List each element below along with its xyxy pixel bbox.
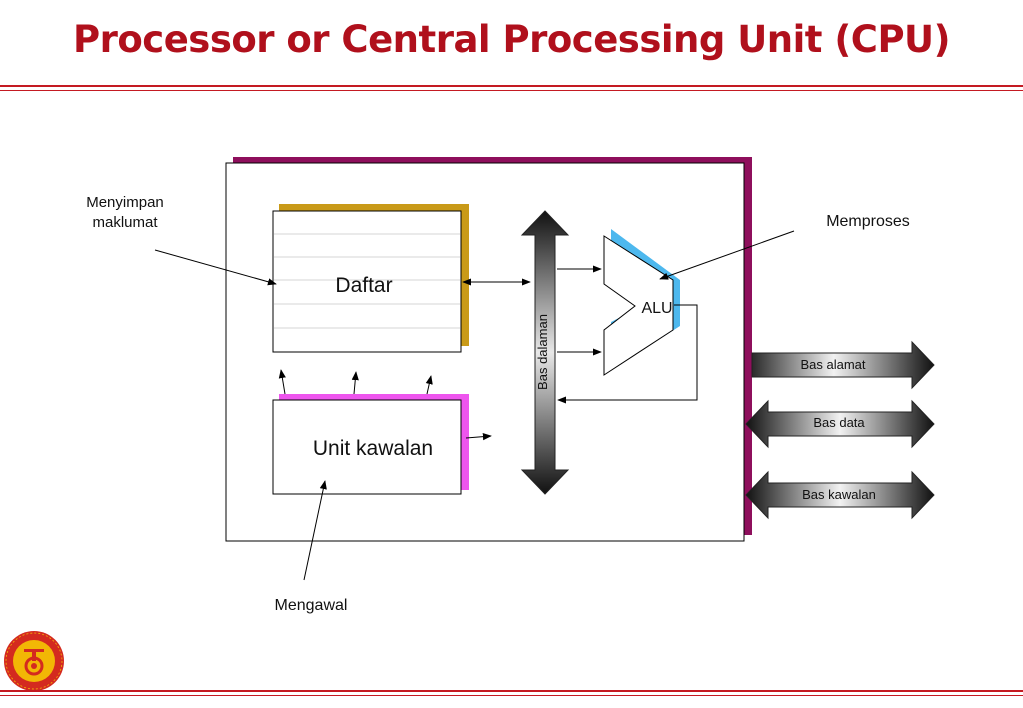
slide-title: Processor or Central Processing Unit (CP… <box>72 18 951 61</box>
register-lines <box>274 233 460 329</box>
annotation-control-pointer <box>303 480 327 581</box>
annotation-store-line1: Menyimpan <box>86 194 164 211</box>
annotation-process-pointer <box>659 230 795 280</box>
internal-bus <box>520 210 570 495</box>
address-bus-arrow <box>751 340 935 390</box>
top-rule-thin <box>0 90 1023 91</box>
data-bus-label: Bas data <box>813 415 865 430</box>
alu-label: ALU <box>641 300 672 317</box>
control-bus-label: Bas kawalan <box>802 487 876 502</box>
control-unit-box <box>272 399 462 495</box>
bottom-rule-thin <box>0 695 1023 696</box>
internal-bus-label: Bas dalaman <box>535 314 550 390</box>
alu-connections <box>557 265 698 404</box>
top-rule <box>0 85 1023 87</box>
bottom-rule <box>0 690 1023 692</box>
annotation-store-pointer <box>154 249 277 286</box>
annotation-store-line2: maklumat <box>92 214 158 231</box>
control-to-register-arrows <box>278 369 492 441</box>
control-bus-arrow <box>745 470 935 520</box>
address-bus-label: Bas alamat <box>800 357 865 372</box>
university-logo-icon <box>4 631 64 691</box>
control-unit-label: Unit kawalan <box>313 437 433 460</box>
annotation-control: Mengawal <box>275 597 348 614</box>
annotation-process: Memproses <box>826 213 910 230</box>
alu-shape <box>603 235 674 376</box>
data-bus-arrow <box>745 399 935 449</box>
register-label: Daftar <box>335 274 392 297</box>
